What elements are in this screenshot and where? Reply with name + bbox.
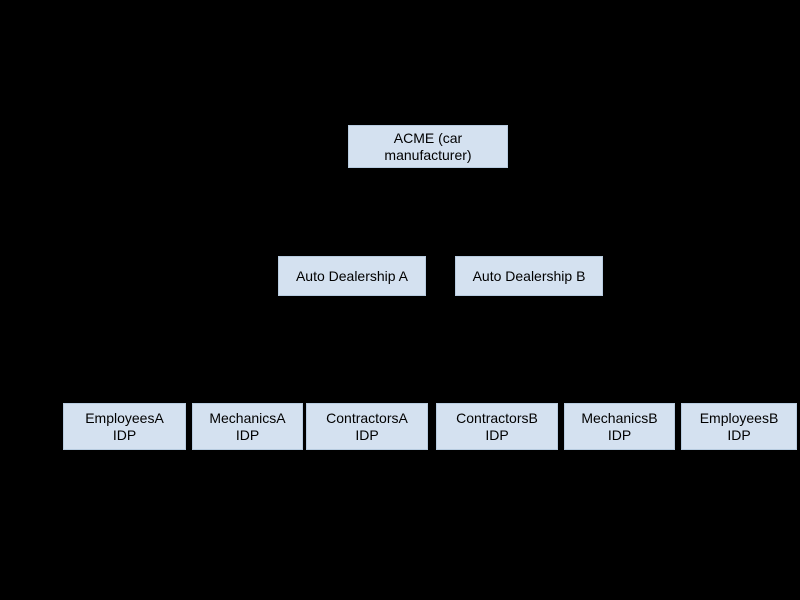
edge-acme-to-dealership-a bbox=[427, 168, 428, 256]
node-mechanics-a-idp[interactable]: MechanicsA IDP bbox=[192, 403, 303, 450]
edge-dealership-b-stem bbox=[529, 296, 530, 350]
node-employees-b-idp[interactable]: EmployeesB IDP bbox=[681, 403, 797, 450]
edge-dealership-a-stem bbox=[351, 296, 352, 350]
edge-to-contractors-b bbox=[497, 350, 498, 403]
node-acme[interactable]: ACME (car manufacturer) bbox=[348, 125, 508, 168]
edge-to-employees-a bbox=[124, 350, 125, 403]
edge-dealership-b-to-children bbox=[497, 350, 739, 351]
edge-to-mechanics-b bbox=[619, 350, 620, 403]
node-mechanics-b-idp[interactable]: MechanicsB IDP bbox=[564, 403, 675, 450]
node-auto-dealership-b[interactable]: Auto Dealership B bbox=[455, 256, 603, 296]
edge-dealership-a-to-children bbox=[124, 350, 352, 351]
node-auto-dealership-a[interactable]: Auto Dealership A bbox=[278, 256, 426, 296]
node-contractors-a-idp[interactable]: ContractorsA IDP bbox=[306, 403, 428, 450]
edge-to-contractors-a bbox=[367, 350, 368, 403]
edge-acme-to-dealership-b bbox=[428, 168, 529, 169]
edge-to-mechanics-a bbox=[247, 350, 248, 403]
node-employees-a-idp[interactable]: EmployeesA IDP bbox=[63, 403, 186, 450]
node-contractors-b-idp[interactable]: ContractorsB IDP bbox=[436, 403, 558, 450]
edge-dealership-b-drop bbox=[528, 168, 529, 256]
edge-to-employees-b bbox=[739, 350, 740, 403]
